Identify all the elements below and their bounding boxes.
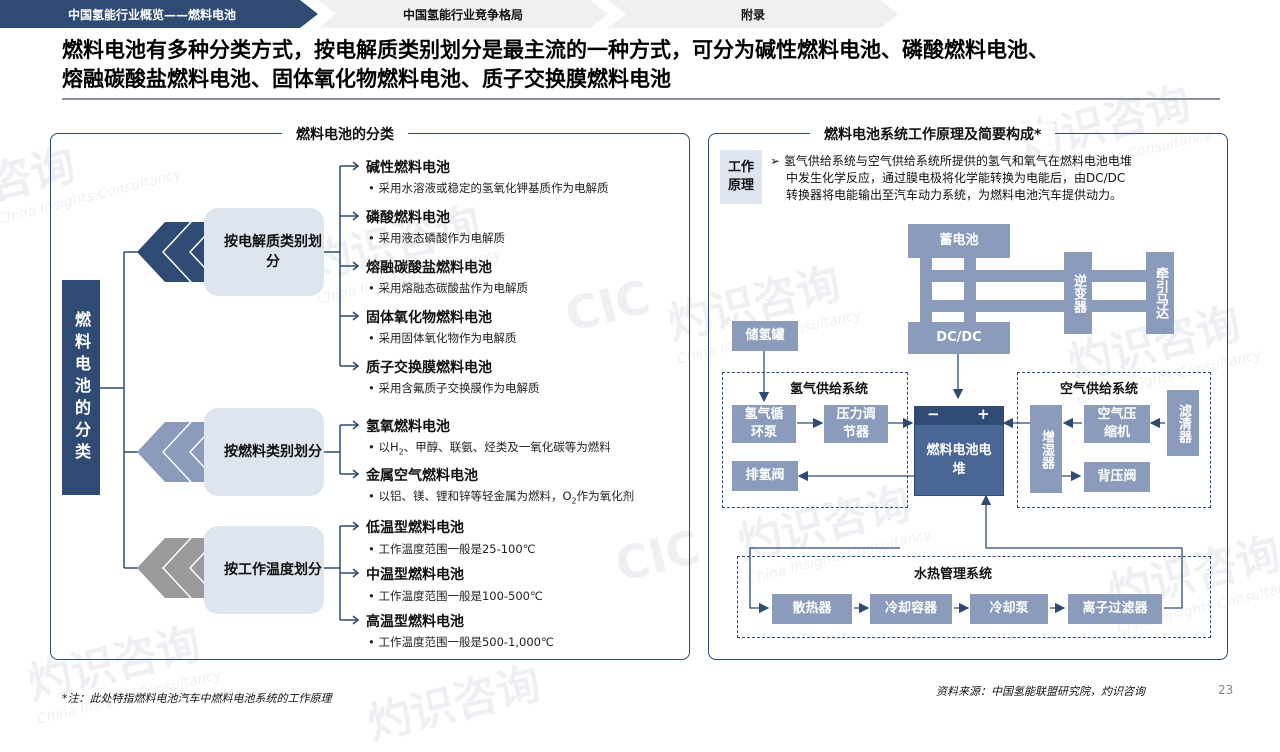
humidifier-box: 增湿器 (1030, 405, 1062, 493)
hydrogen-supply-title: 氢气供给系统 (788, 378, 871, 397)
air-filter-box: 滤清器 (1167, 390, 1199, 456)
fuel-cell-type: 氢氧燃料电池 (366, 419, 450, 435)
fuel-cell-desc: • 采用熔融态碳酸盐作为电解质 (368, 281, 528, 295)
fuel-cell-desc: • 以H2、甲醇、联氨、烃类及一氧化碳等为燃料 (368, 440, 611, 457)
hydrogen-pump-box: 氢气循环泵 (732, 405, 796, 443)
system-diagram-lines (749, 258, 1183, 614)
principle-label: 工作原理 (720, 150, 762, 204)
hydrogen-tank-box: 储氢罐 (732, 321, 798, 351)
fuel-cell-type: 磷酸燃料电池 (366, 210, 450, 226)
source-note: 资料来源：中国氢能联盟研究院，灼识咨询 (936, 685, 1145, 698)
radiator-box: 散热器 (772, 594, 852, 624)
category-fuel: 按燃料类别划分 (204, 408, 324, 496)
thermal-management-title: 水热管理系统 (912, 563, 995, 582)
dcdc-box: DC/DC (908, 322, 1010, 354)
category-electrolyte: 按电解质类别划分 (204, 208, 324, 296)
principle-text: ➢ 氢气供给系统与空气供给系统所提供的氢气和氧气在燃料电池电堆 中发生化学反应，… (770, 154, 1132, 202)
tab-competition[interactable]: 中国氢能行业竞争格局 (318, 0, 608, 28)
fuel-cell-desc: • 工作温度范围一般是500-1,000℃ (368, 635, 554, 649)
classification-root: 燃料电池的分类 (62, 280, 100, 495)
footnote: *注：此处特指燃料电池汽车中燃料电池系统的工作原理 (62, 692, 332, 705)
fuel-cell-desc: • 工作温度范围一般是25-100℃ (368, 542, 536, 556)
air-supply-title: 空气供给系统 (1058, 378, 1141, 397)
hydrogen-supply-frame (722, 372, 908, 508)
top-nav: 中国氢能行业概览——燃料电池 中国氢能行业竞争格局 附录 (0, 0, 1280, 28)
page-number: 23 (1218, 683, 1234, 697)
arrow-bullet-icon: ➢ (770, 154, 784, 168)
air-supply-frame (1017, 372, 1211, 508)
fuel-cell-desc: • 以铝、镁、锂和锌等轻金属为燃料，O2作为氧化剂 (368, 489, 635, 506)
page-title: 燃料电池有多种分类方式，按电解质类别划分是最主流的一种方式，可分为碱性燃料电池、… (62, 38, 1049, 91)
fuel-cell-desc: • 采用液态磷酸作为电解质 (368, 231, 505, 245)
fuel-cell-stack: − + 燃料电池电堆 (915, 405, 1003, 495)
ion-filter-box: 离子过滤器 (1068, 594, 1162, 624)
fuel-cell-type: 高温型燃料电池 (366, 614, 464, 630)
fuel-cell-type: 固体氧化物燃料电池 (366, 310, 492, 326)
back-pressure-valve-box: 背压阀 (1084, 462, 1150, 492)
coolant-pump-box: 冷却泵 (970, 594, 1048, 624)
category-temperature: 按工作温度划分 (204, 526, 324, 614)
coolant-tank-box: 冷却容器 (870, 594, 952, 624)
fuel-cell-type: 金属空气燃料电池 (366, 468, 478, 484)
purge-valve-box: 排氢阀 (732, 461, 798, 491)
fuel-cell-desc: • 采用固体氧化物作为电解质 (368, 331, 517, 345)
motor-box: 牵引马达 (1146, 252, 1174, 334)
fuel-cell-desc: • 采用水溶液或稳定的氢氧化钾基质作为电解质 (368, 181, 609, 195)
fuel-cell-type: 熔融碳酸盐燃料电池 (366, 260, 492, 276)
pressure-regulator-box: 压力调节器 (824, 405, 888, 443)
battery-box: 蓄电池 (908, 224, 1010, 258)
fuel-cell-type: 中温型燃料电池 (366, 567, 464, 583)
fuel-cell-type: 低温型燃料电池 (366, 520, 464, 536)
fuel-cell-type: 质子交换膜燃料电池 (366, 360, 492, 376)
title-divider (62, 98, 1220, 100)
plus-terminal-icon: + (977, 405, 990, 423)
air-compressor-box: 空气压缩机 (1084, 405, 1150, 443)
tab-fuel-cell-overview[interactable]: 中国氢能行业概览——燃料电池 (0, 0, 318, 28)
thermal-management-frame (737, 556, 1211, 638)
inverter-box: 逆变器 (1064, 252, 1092, 334)
fuel-cell-desc: • 工作温度范围一般是100-500℃ (368, 589, 543, 603)
minus-terminal-icon: − (927, 405, 940, 423)
tab-appendix[interactable]: 附录 (608, 0, 898, 28)
system-panel-title: 燃料电池系统工作原理及简要构成* (810, 124, 1056, 144)
fuel-cell-desc: • 采用含氟质子交换膜作为电解质 (368, 381, 540, 395)
classification-panel-title: 燃料电池的分类 (282, 124, 408, 144)
fuel-cell-type: 碱性燃料电池 (366, 160, 450, 176)
